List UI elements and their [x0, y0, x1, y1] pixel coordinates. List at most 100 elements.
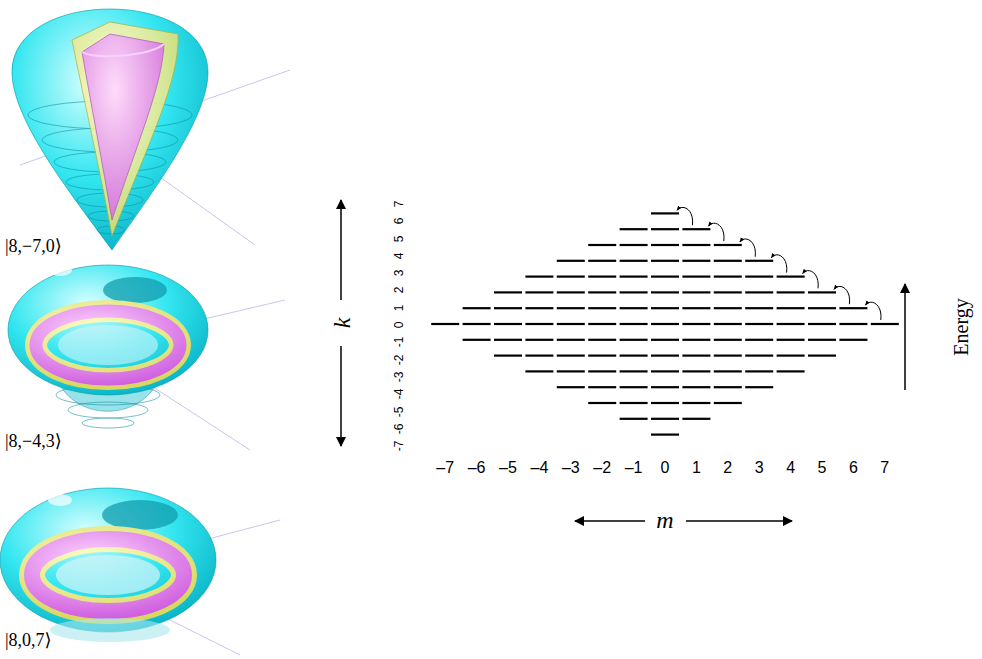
k-axis-arrow [340, 200, 342, 300]
energy-level [714, 386, 742, 388]
k-tick-number: 3 [393, 270, 405, 277]
transition-arrow [677, 207, 693, 225]
energy-level [682, 418, 710, 420]
transition-arrow [708, 223, 724, 241]
energy-level [620, 228, 648, 230]
energy-level [525, 291, 553, 293]
energy-level [588, 244, 616, 246]
energy-level [808, 323, 836, 325]
transition-arrow [771, 255, 787, 273]
m-tick-number: –6 [468, 460, 486, 476]
k-tick-number: -6 [393, 423, 405, 434]
energy-level [745, 370, 773, 372]
energy-level [777, 339, 805, 341]
k-tick-number: -7 [393, 441, 405, 452]
energy-level [839, 307, 867, 309]
energy-level [839, 339, 867, 341]
energy-level [525, 339, 553, 341]
energy-level [620, 370, 648, 372]
energy-level [588, 386, 616, 388]
energy-level [651, 260, 679, 262]
energy-level [431, 323, 459, 325]
energy-level [620, 323, 648, 325]
k-tick-number: 4 [393, 252, 405, 259]
energy-level [651, 228, 679, 230]
energy-level [808, 307, 836, 309]
k-tick-number: -1 [393, 337, 405, 348]
energy-level [463, 307, 491, 309]
m-tick-number: –2 [593, 460, 611, 476]
energy-level [682, 386, 710, 388]
m-tick-number: 0 [661, 460, 670, 476]
m-tick-number: 2 [723, 460, 732, 476]
energy-level [557, 291, 585, 293]
energy-levels [431, 213, 899, 434]
energy-level [494, 339, 522, 341]
energy-level [682, 291, 710, 293]
k-tick-number: -5 [393, 406, 405, 417]
energy-level [651, 434, 679, 436]
k-tick-number: -2 [393, 354, 405, 365]
energy-level [557, 355, 585, 357]
energy-level [588, 370, 616, 372]
energy-level [682, 323, 710, 325]
energy-level [620, 276, 648, 278]
energy-level [620, 244, 648, 246]
m-tick-number: –1 [625, 460, 643, 476]
energy-level [714, 276, 742, 278]
energy-level [777, 307, 805, 309]
transition-arrow [740, 239, 756, 257]
energy-level [494, 307, 522, 309]
energy-level [839, 323, 867, 325]
energy-level [494, 355, 522, 357]
energy-level [808, 355, 836, 357]
state-label: |8,−7,0⟩ [5, 237, 62, 255]
energy-level [651, 276, 679, 278]
energy-level [651, 355, 679, 357]
energy-level [745, 291, 773, 293]
m-tick-number: 6 [849, 460, 858, 476]
energy-level [557, 386, 585, 388]
energy-level [620, 418, 648, 420]
energy-level [777, 355, 805, 357]
energy-level [620, 260, 648, 262]
energy-level [494, 291, 522, 293]
k-tick-number: 1 [393, 304, 405, 311]
energy-level [588, 276, 616, 278]
energy-level [651, 386, 679, 388]
energy-level [777, 291, 805, 293]
m-tick-number: 4 [786, 460, 795, 476]
energy-level [777, 323, 805, 325]
energy-level [620, 355, 648, 357]
energy-level [588, 307, 616, 309]
energy-level [463, 339, 491, 341]
energy-level [682, 339, 710, 341]
energy-level [777, 370, 805, 372]
energy-level [588, 355, 616, 357]
transition-arrow [803, 271, 819, 289]
orbital-middle [8, 264, 208, 428]
energy-level [745, 386, 773, 388]
energy-level [777, 276, 805, 278]
m-axis-arrow [686, 520, 792, 522]
energy-level [745, 260, 773, 262]
energy-level [682, 244, 710, 246]
energy-level [525, 323, 553, 325]
k-tick-number: 7 [393, 201, 405, 208]
orbital-bottom [0, 488, 216, 642]
energy-level [588, 402, 616, 404]
energy-level [620, 386, 648, 388]
energy-level [651, 244, 679, 246]
energy-level [871, 323, 899, 325]
energy-level [494, 323, 522, 325]
energy-level [651, 339, 679, 341]
energy-level [808, 339, 836, 341]
energy-level [714, 244, 742, 246]
energy-level [682, 355, 710, 357]
energy-level [682, 370, 710, 372]
energy-level [714, 402, 742, 404]
energy-level [714, 307, 742, 309]
transition-arrow [834, 286, 850, 304]
k-tick-number: 0 [393, 322, 405, 329]
